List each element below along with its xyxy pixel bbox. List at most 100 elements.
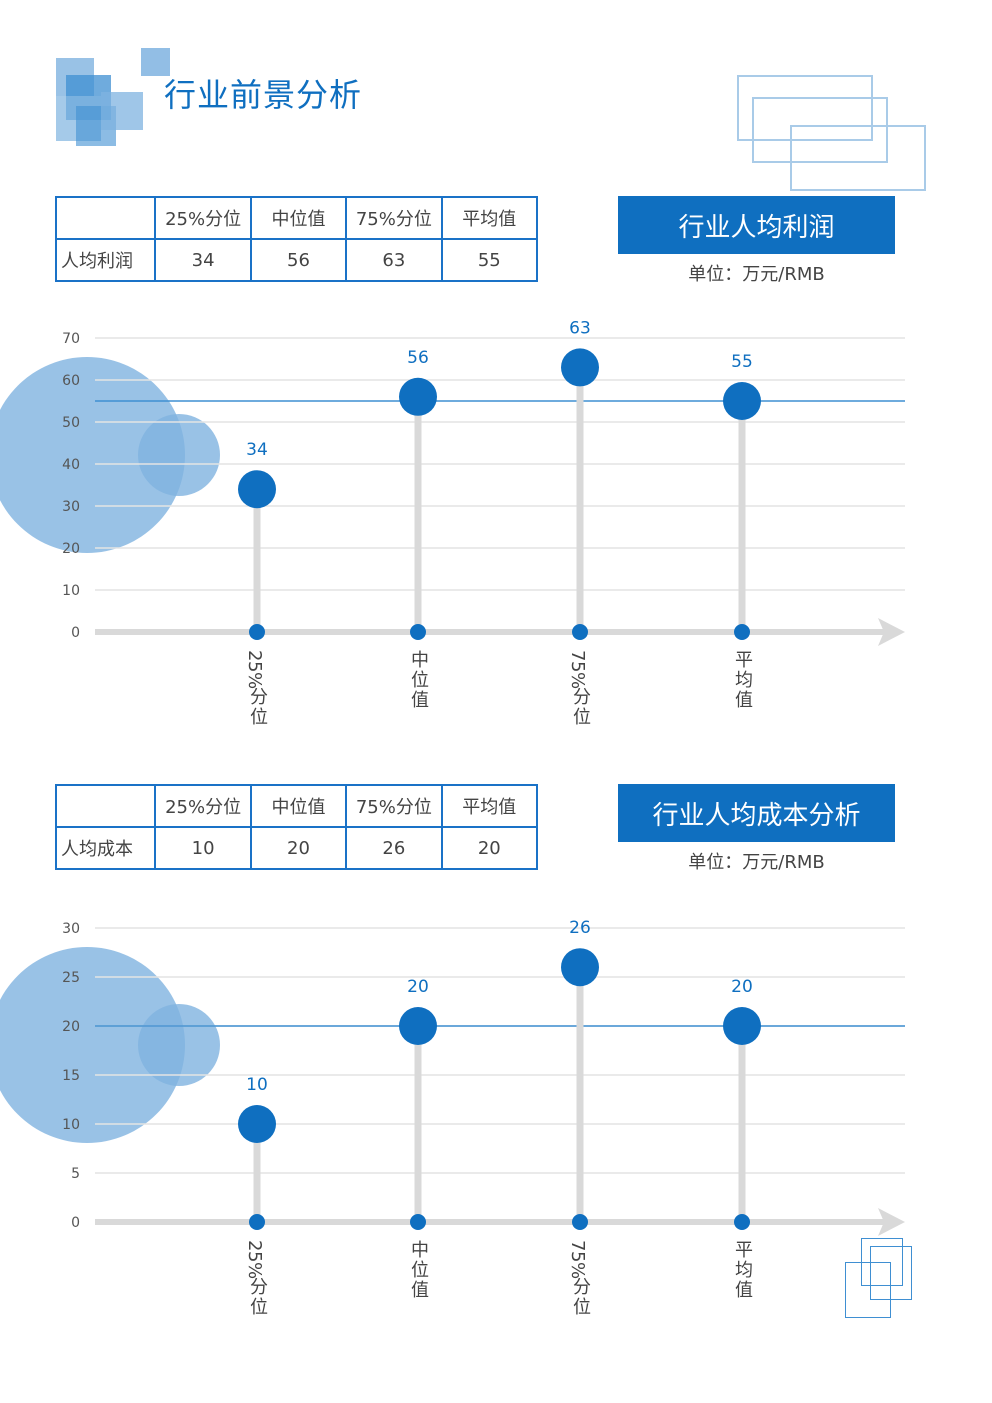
baseline-dot xyxy=(410,1214,426,1230)
y-tick-label: 50 xyxy=(62,415,80,431)
data-point xyxy=(723,382,761,420)
x-tick-glyph: 均 xyxy=(735,1260,753,1281)
table-row-label: 人均利润 xyxy=(54,238,157,282)
x-tick-glyph: 5 xyxy=(244,661,265,672)
x-tick-glyph: 值 xyxy=(411,690,429,711)
table-header-cell: 25%分位 xyxy=(154,784,252,828)
table-header-row: 25%分位 中位值 75%分位 平均值 xyxy=(54,196,539,240)
x-tick-glyph: 分 xyxy=(573,687,591,708)
x-tick-label: 25%分位 xyxy=(244,1240,268,1318)
data-point xyxy=(561,948,599,987)
y-tick-label: 40 xyxy=(62,457,80,473)
profit-banner: 行业人均利润 xyxy=(618,196,895,254)
table-header-cell xyxy=(54,784,157,828)
y-tick-label: 20 xyxy=(62,541,80,557)
x-tick-glyph: 5 xyxy=(567,1251,588,1262)
x-tick-label: 75%分位 xyxy=(567,650,591,728)
table-cell: 26 xyxy=(345,826,443,870)
data-label: 20 xyxy=(731,977,753,997)
baseline-dot xyxy=(249,1214,265,1230)
data-point xyxy=(399,377,437,416)
table-header-row: 25%分位 中位值 75%分位 平均值 xyxy=(54,784,539,828)
x-tick-glyph: 位 xyxy=(250,1297,268,1318)
table-header-cell xyxy=(54,196,157,240)
x-tick-glyph: 位 xyxy=(250,707,268,728)
table-cell: 63 xyxy=(345,238,443,282)
profit-unit-label: 单位：万元/RMB xyxy=(688,264,825,285)
table-row: 人均成本 10 20 26 20 xyxy=(54,826,539,870)
x-tick-glyph: 位 xyxy=(411,1260,429,1281)
x-tick-glyph: 2 xyxy=(244,1240,265,1251)
baseline-dot xyxy=(734,1214,750,1230)
x-tick-glyph: 平 xyxy=(735,1240,753,1261)
x-tick-glyph: 值 xyxy=(735,1280,753,1301)
data-label: 56 xyxy=(407,348,429,368)
data-point xyxy=(561,348,599,387)
data-label: 34 xyxy=(246,440,268,460)
table-row-label: 人均成本 xyxy=(54,826,157,870)
x-axis-arrow xyxy=(878,618,905,646)
table-header-cell: 25%分位 xyxy=(154,196,252,240)
table-header-cell: 中位值 xyxy=(249,196,348,240)
data-point xyxy=(723,1007,761,1045)
y-tick-label: 10 xyxy=(62,1117,80,1133)
x-tick-glyph: 值 xyxy=(411,1280,429,1301)
x-tick-label: 平均值 xyxy=(735,650,753,711)
x-tick-glyph: % xyxy=(567,1262,588,1279)
table-cell: 10 xyxy=(154,826,252,870)
baseline-dot xyxy=(734,624,750,640)
table-cell: 20 xyxy=(440,826,539,870)
baseline-dot xyxy=(572,1214,588,1230)
y-tick-label: 20 xyxy=(62,1019,80,1035)
table-cell: 55 xyxy=(440,238,539,282)
y-tick-label: 30 xyxy=(62,499,80,515)
decor-small-bubble xyxy=(138,414,220,496)
x-tick-glyph: 5 xyxy=(244,1251,265,1262)
data-point xyxy=(238,1105,276,1143)
data-label: 10 xyxy=(246,1075,268,1095)
table-cell: 56 xyxy=(249,238,348,282)
cost-unit-label: 单位：万元/RMB xyxy=(688,852,825,873)
y-tick-label: 0 xyxy=(71,625,80,641)
x-tick-glyph: 位 xyxy=(573,707,591,728)
y-tick-label: 5 xyxy=(71,1166,80,1182)
x-tick-glyph: 分 xyxy=(573,1277,591,1298)
y-tick-label: 10 xyxy=(62,583,80,599)
y-tick-label: 0 xyxy=(71,1215,80,1231)
data-label: 20 xyxy=(407,977,429,997)
x-axis-arrow xyxy=(878,1208,905,1236)
x-tick-glyph: % xyxy=(244,1262,265,1279)
x-tick-label: 中位值 xyxy=(411,1240,429,1301)
x-tick-glyph: 位 xyxy=(573,1297,591,1318)
x-tick-glyph: 值 xyxy=(735,690,753,711)
x-tick-glyph: 7 xyxy=(567,1240,588,1251)
table-header-cell: 平均值 xyxy=(440,784,539,828)
y-tick-label: 70 xyxy=(62,331,80,347)
x-tick-glyph: 中 xyxy=(411,650,429,671)
x-tick-glyph: 7 xyxy=(567,650,588,661)
baseline-dot xyxy=(249,624,265,640)
table-header-cell: 中位值 xyxy=(249,784,348,828)
baseline-dot xyxy=(410,624,426,640)
table-cell: 20 xyxy=(249,826,348,870)
baseline-dot xyxy=(572,624,588,640)
decor-small-bubble xyxy=(138,1004,220,1086)
x-tick-glyph: 分 xyxy=(250,1277,268,1298)
data-label: 26 xyxy=(569,918,591,938)
x-tick-label: 75%分位 xyxy=(567,1240,591,1318)
x-tick-glyph: 5 xyxy=(567,661,588,672)
x-tick-glyph: 2 xyxy=(244,650,265,661)
table-header-cell: 75%分位 xyxy=(345,784,443,828)
x-tick-glyph: 均 xyxy=(735,670,753,691)
x-tick-glyph: 中 xyxy=(411,1240,429,1261)
profit-table: 25%分位 中位值 75%分位 平均值 人均利润 34 56 63 55 xyxy=(54,196,539,282)
data-point xyxy=(399,1007,437,1045)
decor-large-bubble xyxy=(0,947,185,1143)
y-tick-label: 25 xyxy=(62,970,80,986)
x-tick-label: 25%分位 xyxy=(244,650,268,728)
x-tick-glyph: % xyxy=(244,672,265,689)
x-tick-label: 中位值 xyxy=(411,650,429,711)
table-header-cell: 75%分位 xyxy=(345,196,443,240)
